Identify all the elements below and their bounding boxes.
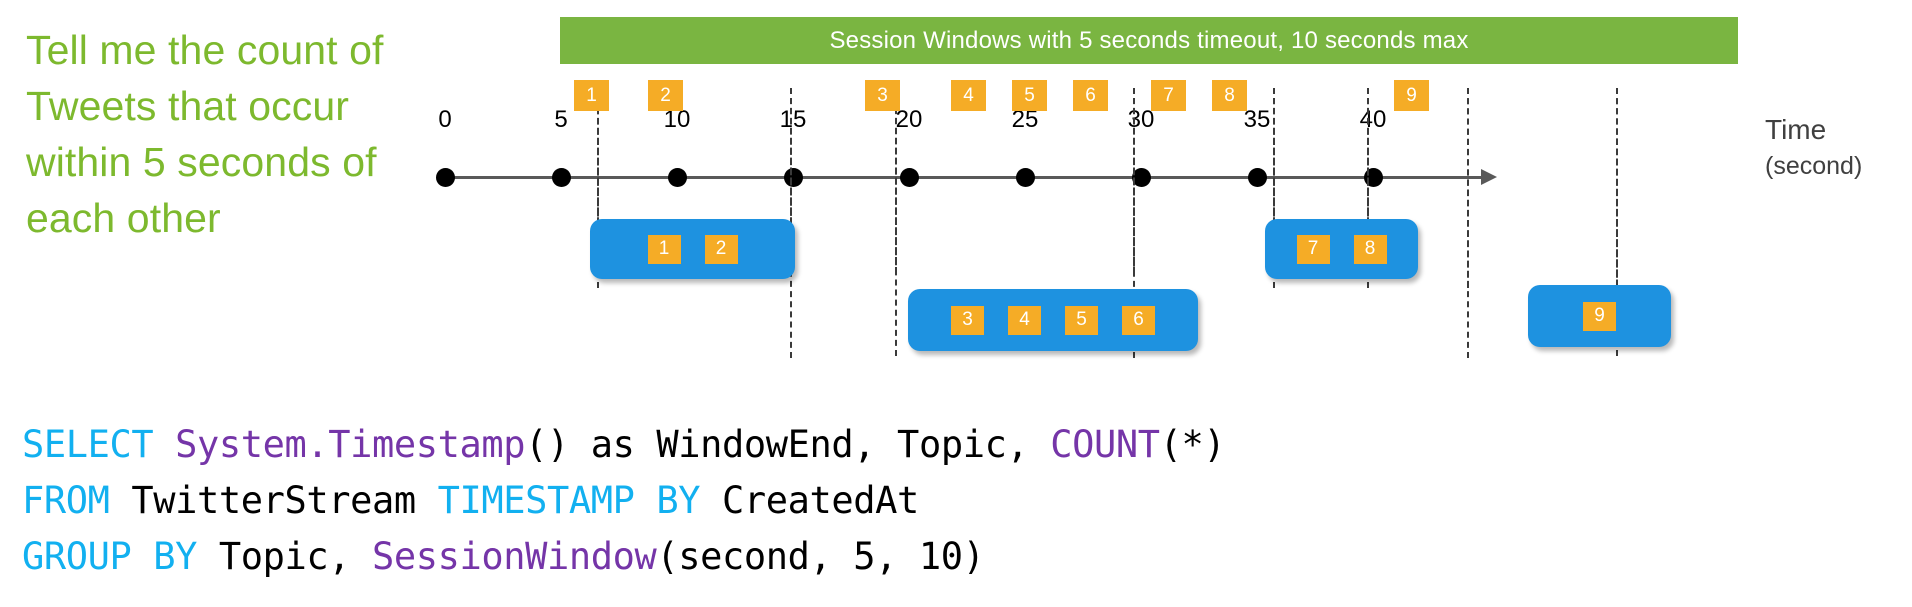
window-event-marker: 7 [1296,234,1330,264]
sql-token: Topic, [197,535,373,578]
time-axis-line [437,176,1483,179]
sql-token: TIMESTAMP BY [437,479,701,522]
sql-token: TwitterStream [109,479,438,522]
window-event-marker: 8 [1353,234,1387,264]
session-boundary-line-extended [895,88,897,356]
timeline-tick-label: 40 [1359,106,1387,133]
window-event-marker: 3 [951,305,984,335]
timeline-tick-dot [668,168,687,187]
timeline-tick-label: 15 [779,106,807,133]
timeline-tick-label: 5 [554,106,568,133]
window-event-marker: 5 [1065,305,1098,335]
timeline-tick-dot [1248,168,1267,187]
session-boundary-line-extended [1133,88,1135,358]
event-marker: 5 [1012,80,1047,111]
sql-query-block: SELECT System.Timestamp() as WindowEnd, … [22,417,1226,585]
event-marker: 9 [1394,80,1429,111]
timeline-tick-dot [784,168,803,187]
event-marker: 3 [865,80,900,111]
window-event-marker: 2 [704,234,738,264]
event-marker: 1 [574,80,609,111]
timeline-tick-dot [1016,168,1035,187]
session-boundary-line-extended [1616,88,1618,356]
sql-token [153,423,175,466]
sql-token: CreatedAt [700,479,919,522]
time-axis-label: Time (second) [1765,112,1862,184]
timeline-tick-label: 20 [895,106,923,133]
time-axis-label-line1: Time [1765,114,1827,145]
window-event-marker: 4 [1008,305,1041,335]
session-window-4: 9 [1528,285,1671,347]
timeline-tick-dot [552,168,571,187]
window-event-marker: 1 [647,234,681,264]
sql-token: SELECT [22,423,154,466]
session-window-banner: Session Windows with 5 seconds timeout, … [560,17,1738,64]
session-boundary-line-extended [597,88,599,288]
sql-token: COUNT [1050,423,1160,466]
window-event-marker: 6 [1122,305,1155,335]
prompt-text: Tell me the count of Tweets that occur w… [26,27,384,241]
timeline-tick-dot [900,168,919,187]
timeline-tick-dot [436,168,455,187]
event-marker: 2 [648,80,683,111]
sql-token: (*) [1159,423,1226,466]
sql-token: () as WindowEnd, Topic, [525,423,1051,466]
sql-token: GROUP BY [22,535,198,578]
sql-token: System.Timestamp [175,423,526,466]
sql-line: SELECT System.Timestamp() as WindowEnd, … [22,417,1226,473]
timeline-tick-label: 30 [1127,106,1155,133]
timeline-tick-label: 35 [1243,106,1271,133]
event-marker: 6 [1073,80,1108,111]
sql-line: FROM TwitterStream TIMESTAMP BY CreatedA… [22,473,1225,529]
sql-token: SessionWindow [372,535,657,578]
window-event-marker: 9 [1583,301,1616,331]
event-marker: 4 [951,80,986,111]
event-marker: 7 [1151,80,1186,111]
sql-line: GROUP BY Topic, SessionWindow(second, 5,… [22,529,1225,585]
time-axis-arrow-icon [1481,169,1497,185]
time-axis-label-line2: (second) [1765,152,1863,180]
session-boundary-line-extended [1367,88,1369,288]
session-boundary-line-extended [1273,88,1275,288]
banner-label: Session Windows with 5 seconds timeout, … [829,26,1469,54]
sql-token: (second, 5, 10) [656,535,985,578]
timeline-tick-label: 0 [438,106,452,133]
event-marker: 8 [1212,80,1247,111]
sql-token: FROM [22,479,110,522]
session-boundary-line-extended [1467,88,1469,358]
timeline-tick-dot [1132,168,1151,187]
